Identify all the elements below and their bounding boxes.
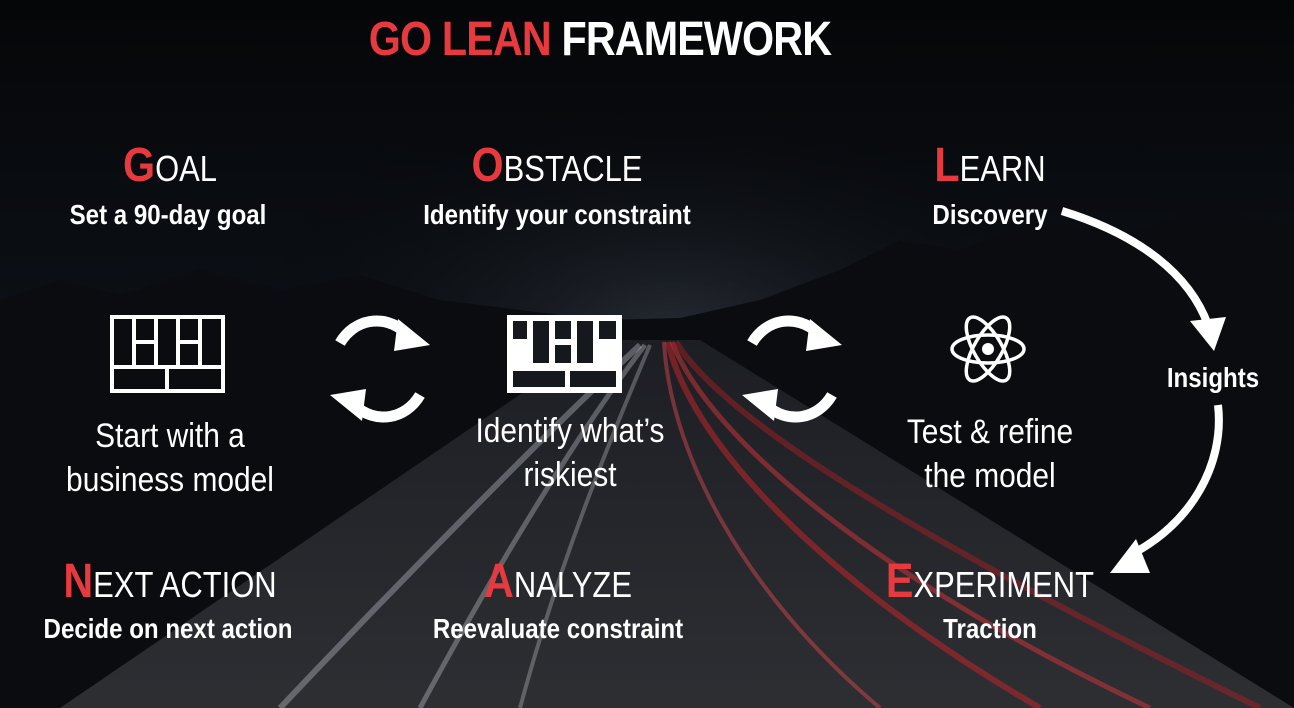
next-rest: EXT ACTION <box>93 564 277 605</box>
center-left-line2: business model <box>66 460 274 499</box>
obstacle-initial: O <box>471 139 504 192</box>
next-initial: N <box>63 555 94 608</box>
center-left-line1: Start with a <box>95 417 245 455</box>
center-right-line2: the model <box>924 456 1056 495</box>
atom-icon <box>950 315 1026 383</box>
center-right-line1: Test & refine <box>906 413 1074 451</box>
lean-canvas-highlighted-icon <box>507 315 622 393</box>
obstacle-rest: BSTACLE <box>503 148 643 189</box>
cycle-arrows-icon <box>330 315 430 423</box>
goal-rest: OAL <box>155 148 218 189</box>
learn-initial: L <box>934 139 960 192</box>
curved-arrow-icon <box>1060 207 1226 573</box>
center-middle-line1: Identify what’s <box>475 412 665 450</box>
goal-subtitle: Set a 90-day goal <box>69 199 267 230</box>
analyze-initial: A <box>484 555 514 608</box>
center-right-text: Test & refine the model <box>884 411 1095 498</box>
next-action-heading: NEXT ACTION <box>32 558 307 606</box>
center-middle-text: Identify what’s riskiest <box>456 410 685 497</box>
cycle-arrows-icon-right <box>742 315 842 423</box>
goal-heading: GOAL <box>50 142 291 190</box>
learn-subtitle: Discovery <box>932 199 1048 230</box>
center-middle-line2: riskiest <box>523 455 617 494</box>
analyze-rest: NALYZE <box>513 564 632 605</box>
experiment-initial: E <box>885 555 914 608</box>
insights-label: Insights <box>1166 362 1260 393</box>
center-left-text: Start with a business model <box>56 415 285 502</box>
next-action-subtitle: Decide on next action <box>43 613 293 644</box>
experiment-heading: EXPERIMENT <box>878 558 1102 606</box>
experiment-rest: XPERIMENT <box>913 564 1095 605</box>
title-part-white: FRAMEWORK <box>561 13 832 66</box>
learn-heading: LEARN <box>887 142 1093 190</box>
page-title: GO LEAN FRAMEWORK <box>84 12 1116 67</box>
analyze-subtitle: Reevaluate constraint <box>432 613 684 644</box>
lean-canvas-icon <box>110 315 225 393</box>
title-part-red: GO LEAN <box>368 13 552 66</box>
analyze-heading: ANALYZE <box>438 558 679 606</box>
goal-initial: G <box>122 139 156 192</box>
obstacle-heading: OBSTACLE <box>407 142 708 190</box>
learn-rest: EARN <box>959 148 1046 189</box>
obstacle-subtitle: Identify your constraint <box>423 199 691 230</box>
experiment-subtitle: Traction <box>943 613 1037 644</box>
